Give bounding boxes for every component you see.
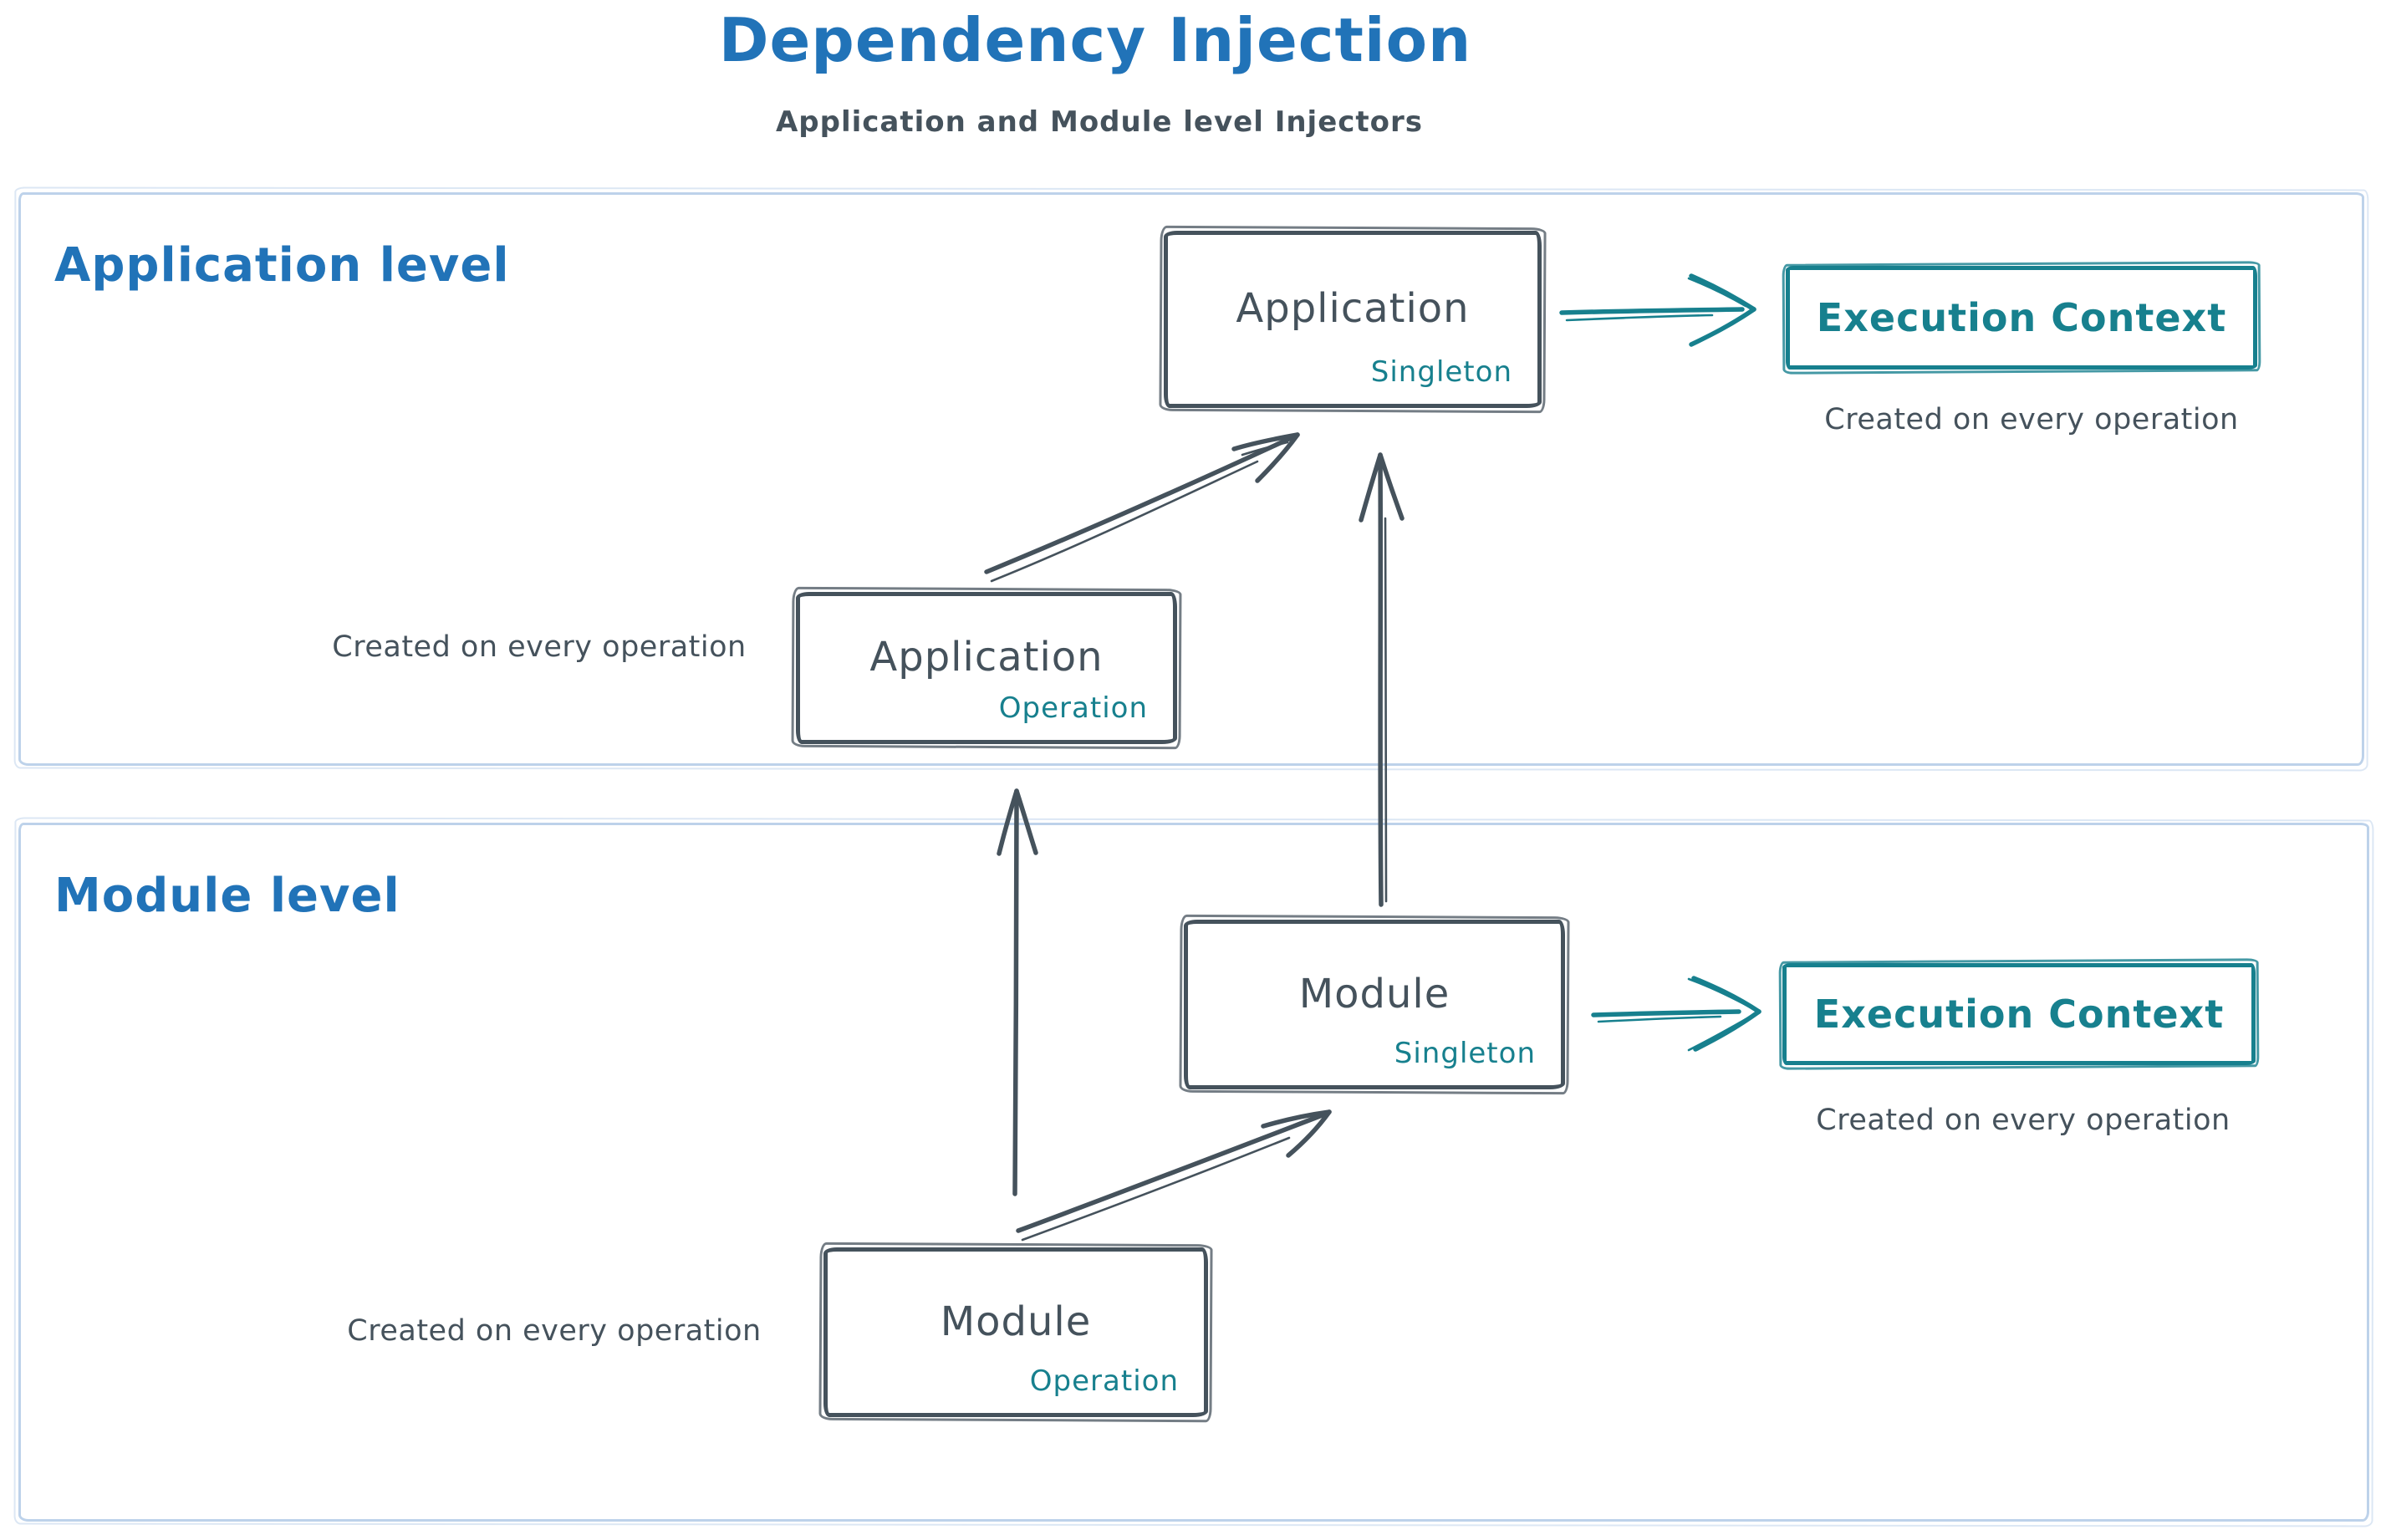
execution-context-title: Execution Context xyxy=(1813,992,2225,1037)
node-execution-context-application: Execution Context xyxy=(1786,266,2257,370)
note-created-on-every-operation-module-exec: Created on every operation xyxy=(1816,1104,2231,1137)
execution-context-title: Execution Context xyxy=(1816,295,2227,340)
application-level-label: Application level xyxy=(54,238,510,293)
node-badge-singleton: Singleton xyxy=(1394,1037,1536,1070)
node-badge-operation: Operation xyxy=(1029,1364,1179,1398)
module-level-label: Module level xyxy=(54,869,400,923)
note-created-on-every-operation-app-operation: Created on every operation xyxy=(332,630,747,664)
node-badge-operation: Operation xyxy=(998,691,1148,725)
note-created-on-every-operation-app-exec: Created on every operation xyxy=(1824,403,2239,436)
node-title: Application xyxy=(869,634,1104,681)
application-level-section: Application level xyxy=(18,192,2364,766)
node-execution-context-module: Execution Context xyxy=(1782,963,2256,1065)
node-application-operation: Application Operation xyxy=(796,592,1177,744)
note-created-on-every-operation-module-operation: Created on every operation xyxy=(347,1314,762,1348)
node-title: Module xyxy=(1298,970,1450,1017)
diagram-title: Dependency Injection xyxy=(718,5,1472,75)
diagram-subtitle: Application and Module level Injectors xyxy=(775,105,1424,139)
node-title: Module xyxy=(940,1298,1092,1345)
node-module-singleton: Module Singleton xyxy=(1184,920,1565,1089)
node-title: Application xyxy=(1236,285,1470,332)
module-level-section: Module level xyxy=(18,823,2369,1522)
node-module-operation: Module Operation xyxy=(823,1247,1208,1417)
node-badge-singleton: Singleton xyxy=(1370,355,1512,389)
node-application-singleton: Application Singleton xyxy=(1164,231,1542,408)
